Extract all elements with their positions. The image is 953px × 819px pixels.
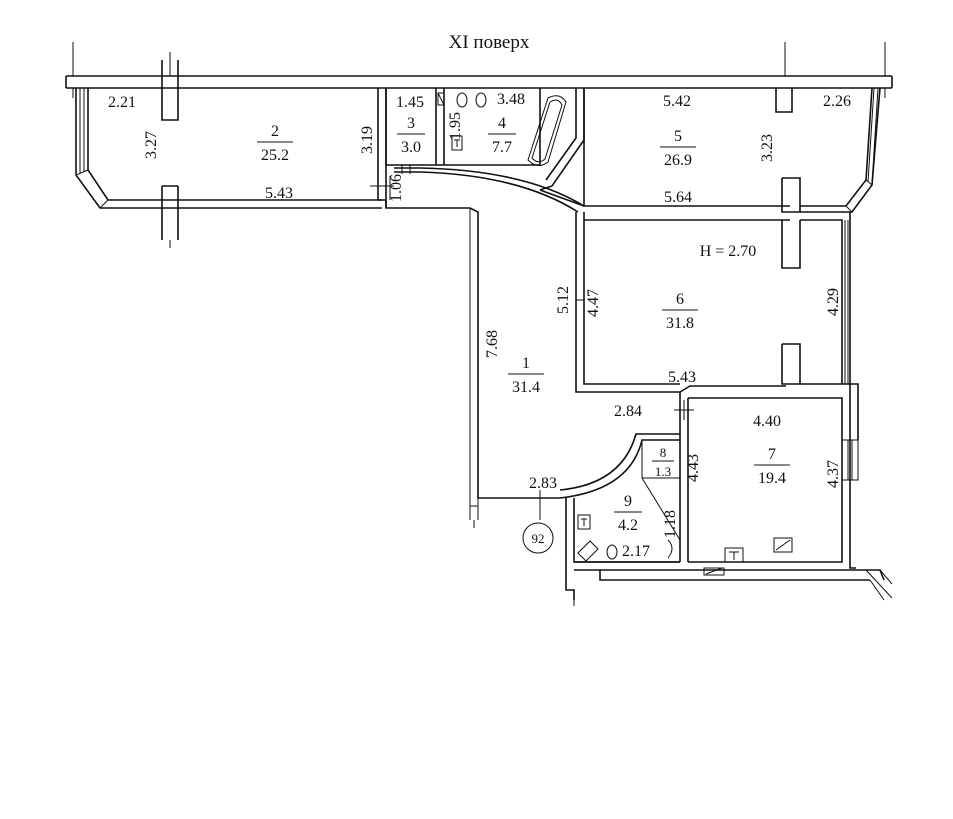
dim-r1-bottom: 2.83: [529, 475, 557, 492]
room-3-id: 3: [407, 115, 415, 132]
dim-r1-left: 7.68: [484, 330, 501, 358]
dim-r9-bottom: 2.17: [622, 543, 650, 560]
dim-r6-bottom: 5.43: [668, 369, 696, 386]
dim-r5-top-right: 2.26: [823, 93, 851, 110]
room-1-area: 31.4: [512, 379, 540, 396]
dim-r5-bottom: 5.64: [664, 189, 692, 206]
entrance-number: 92: [532, 531, 545, 546]
room-7-id: 7: [768, 446, 776, 463]
dim-r7-top: 4.40: [753, 413, 781, 430]
dimension-labels: 2.21 3.27 3.19 5.43 1.45 1.06 1.95 3.48 …: [108, 91, 851, 560]
room-4-id: 4: [498, 115, 506, 132]
dim-r3-top: 1.45: [396, 94, 424, 111]
fixtures: [577, 514, 793, 576]
room-3-area: 3.0: [401, 139, 421, 156]
dim-r2-bottom: 5.43: [265, 185, 293, 202]
dim-r5-top: 5.42: [663, 93, 691, 110]
room-5-id: 5: [674, 128, 682, 145]
dim-r7-left: 4.43: [685, 454, 702, 482]
room-1-id: 1: [522, 355, 530, 372]
room-6-area: 31.8: [666, 315, 694, 332]
room-2-id: 2: [271, 123, 279, 140]
dim-r2-left: 3.27: [143, 131, 160, 159]
dim-r5-right: 3.23: [759, 134, 776, 162]
room-8-area: 1.3: [655, 464, 671, 479]
dim-r4-top: 3.48: [497, 91, 525, 108]
dim-r1-mid: 2.84: [614, 403, 642, 420]
room-9-area: 4.2: [618, 517, 638, 534]
dim-r7-right: 4.37: [825, 460, 842, 488]
ceiling-height-label: H = 2.70: [700, 243, 757, 260]
dim-r2-top-left: 2.21: [108, 94, 136, 111]
room-9-id: 9: [624, 493, 632, 510]
dim-r3-bottom: 1.06: [388, 174, 405, 202]
outer-walls: [65, 42, 893, 606]
room-5-area: 26.9: [664, 152, 692, 169]
dim-r6-left-outer: 5.12: [555, 286, 572, 314]
room-2-area: 25.2: [261, 147, 289, 164]
room-8-id: 8: [660, 445, 667, 460]
room-7-area: 19.4: [758, 470, 786, 487]
dim-r6-right: 4.29: [825, 288, 842, 316]
room-labels: 2 25.2 3 3.0 4 7.7 5 26.9 6 31.8 1 31.4 …: [257, 115, 790, 534]
dim-r9-right: 1.18: [662, 510, 679, 538]
entrance-badge: 92: [522, 522, 554, 554]
room-4-area: 7.7: [492, 139, 512, 156]
room-6-id: 6: [676, 291, 684, 308]
dim-r6-left-inner: 4.47: [585, 289, 602, 317]
dim-r4-left: 1.95: [447, 112, 464, 140]
dim-r2-right: 3.19: [359, 126, 376, 154]
floor-title: XI поверх: [449, 32, 530, 53]
